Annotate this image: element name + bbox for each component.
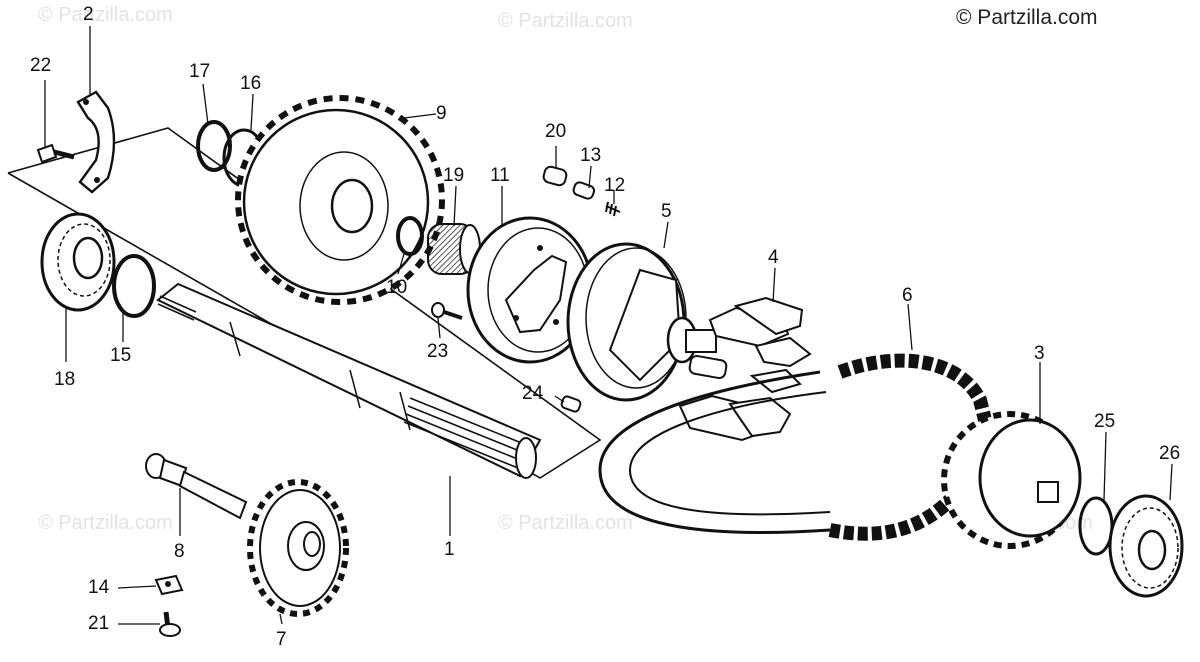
callout-24[interactable]: 24: [522, 383, 544, 404]
callout-7[interactable]: 7: [276, 629, 287, 650]
spring-12-shape: [605, 201, 621, 217]
washer-14-shape: [154, 574, 184, 596]
copyright-notice: © Partzilla.com: [956, 6, 1098, 29]
ring-17-shape: [196, 120, 232, 172]
callout-2[interactable]: 2: [83, 4, 94, 25]
callout-21[interactable]: 21: [88, 613, 110, 634]
bolt-8-shape: [145, 453, 248, 520]
callout-11[interactable]: 11: [490, 165, 510, 186]
pin-13-shape: [572, 181, 596, 200]
screw-21-shape: [159, 611, 181, 637]
watermark: © Partzilla.com: [498, 512, 633, 534]
callout-23[interactable]: 23: [427, 341, 449, 362]
callout-8[interactable]: 8: [174, 541, 185, 562]
callout-17[interactable]: 17: [189, 61, 211, 82]
callout-20[interactable]: 20: [545, 121, 567, 142]
callout-6[interactable]: 6: [902, 285, 913, 306]
watermark: © Partzilla.com: [38, 512, 173, 534]
sprocket-9-shape: [235, 95, 445, 305]
clutch-plate-11-shape: [466, 216, 594, 364]
clutch-weights-4-shape: [678, 296, 812, 442]
ring-10-shape: [396, 216, 424, 256]
clutch-drum-3-shape: [941, 411, 1082, 549]
callout-5[interactable]: 5: [661, 201, 672, 222]
callout-14[interactable]: 14: [88, 577, 110, 598]
leader-lines: [44, 26, 1173, 625]
callout-25[interactable]: 25: [1094, 411, 1116, 432]
bearing-26-shape: [1108, 494, 1184, 598]
watermark: © Partzilla.com: [498, 10, 633, 32]
pin-24-shape: [560, 395, 582, 413]
clutch-hub-5-shape: [566, 242, 728, 402]
callout-4[interactable]: 4: [768, 247, 779, 268]
callout-10[interactable]: 10: [386, 277, 408, 298]
ring-25-shape: [1078, 496, 1114, 556]
bolt-22-shape: [36, 143, 75, 164]
callout-22[interactable]: 22: [30, 55, 52, 76]
pin-20-shape: [542, 165, 568, 187]
ring-15-shape: [112, 254, 156, 318]
stopper-plate-2-shape: [76, 90, 116, 194]
callout-9[interactable]: 9: [436, 103, 447, 124]
shaft-1-shape: [156, 282, 542, 479]
callout-13[interactable]: 13: [580, 145, 602, 166]
callout-12[interactable]: 12: [604, 175, 626, 196]
callout-19[interactable]: 19: [443, 165, 465, 186]
callout-26[interactable]: 26: [1159, 443, 1181, 464]
sprocket-7-shape: [247, 479, 349, 617]
bearing-18-shape: [40, 212, 116, 312]
callout-15[interactable]: 15: [110, 345, 132, 366]
chain-6-shape: [598, 353, 997, 541]
callout-16[interactable]: 16: [240, 73, 262, 94]
callout-1[interactable]: 1: [444, 539, 455, 560]
callout-18[interactable]: 18: [54, 369, 76, 390]
callout-3[interactable]: 3: [1034, 343, 1045, 364]
screw-23-shape: [431, 302, 463, 320]
watermark: © Partzilla.com: [38, 4, 173, 26]
